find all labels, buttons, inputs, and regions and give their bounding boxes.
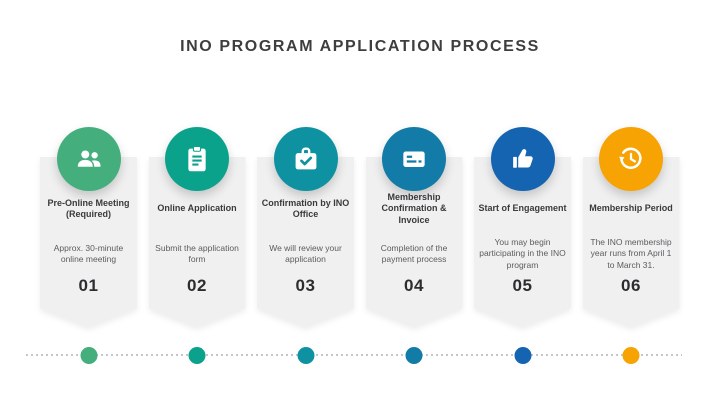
step-column-06: Membership Period The INO membership yea… xyxy=(582,0,680,405)
step-description: Completion of the payment process xyxy=(380,242,448,264)
step-description: We will review your application xyxy=(269,242,342,264)
step-column-02: Online Application Submit the applicatio… xyxy=(148,0,246,405)
step-title: Membership Confirmation & Invoice xyxy=(381,192,447,225)
step-icon-badge xyxy=(56,127,121,191)
step-title: Online Application xyxy=(157,203,237,214)
step-description: Submit the application form xyxy=(155,242,239,264)
step-description: Approx. 30-minute online meeting xyxy=(53,242,124,264)
timeline-dot xyxy=(297,346,314,364)
step-number: 05 xyxy=(512,276,533,295)
timeline-dot xyxy=(622,346,640,364)
step-icon-badge xyxy=(382,127,446,191)
history-clock-icon xyxy=(619,147,642,169)
step-icon-badge xyxy=(273,127,338,191)
page-title: INO PROGRAM APPLICATION PROCESS xyxy=(180,38,540,55)
step-description: You may begin participating in the INO p… xyxy=(479,237,566,270)
steps-row: Pre-Online Meeting (Required) Approx. 30… xyxy=(40,0,680,405)
timeline-dot xyxy=(405,346,423,364)
step-number: 06 xyxy=(621,276,641,295)
step-title: Confirmation by INO Office xyxy=(261,197,350,219)
step-icon-badge xyxy=(165,127,229,191)
step-description: The INO membership year runs from April … xyxy=(590,237,672,270)
timeline-dot xyxy=(80,346,97,364)
step-column-05: Start of Engagement You may begin partic… xyxy=(474,0,571,405)
clipboard-icon xyxy=(188,145,206,172)
step-icon-badge xyxy=(490,127,555,191)
step-title: Membership Period xyxy=(589,203,673,214)
timeline-dot xyxy=(514,346,531,364)
step-title: Pre-Online Meeting (Required) xyxy=(47,197,130,219)
thumbs-up-icon xyxy=(512,149,533,168)
users-icon xyxy=(77,150,100,167)
step-number: 04 xyxy=(404,276,424,295)
timeline-dot xyxy=(188,346,206,364)
step-number: 02 xyxy=(187,276,207,295)
step-number: 01 xyxy=(78,276,99,295)
step-number: 03 xyxy=(295,276,316,295)
step-title: Start of Engagement xyxy=(478,203,567,214)
step-column-04: Membership Confirmation & Invoice Comple… xyxy=(365,0,463,405)
credit-card-icon xyxy=(403,151,425,167)
step-icon-badge xyxy=(599,127,663,191)
step-column-01: Pre-Online Meeting (Required) Approx. 30… xyxy=(40,0,137,405)
timeline-dotted-line xyxy=(26,354,682,356)
briefcase-check-icon xyxy=(295,147,316,170)
step-column-03: Confirmation by INO Office We will revie… xyxy=(257,0,354,405)
